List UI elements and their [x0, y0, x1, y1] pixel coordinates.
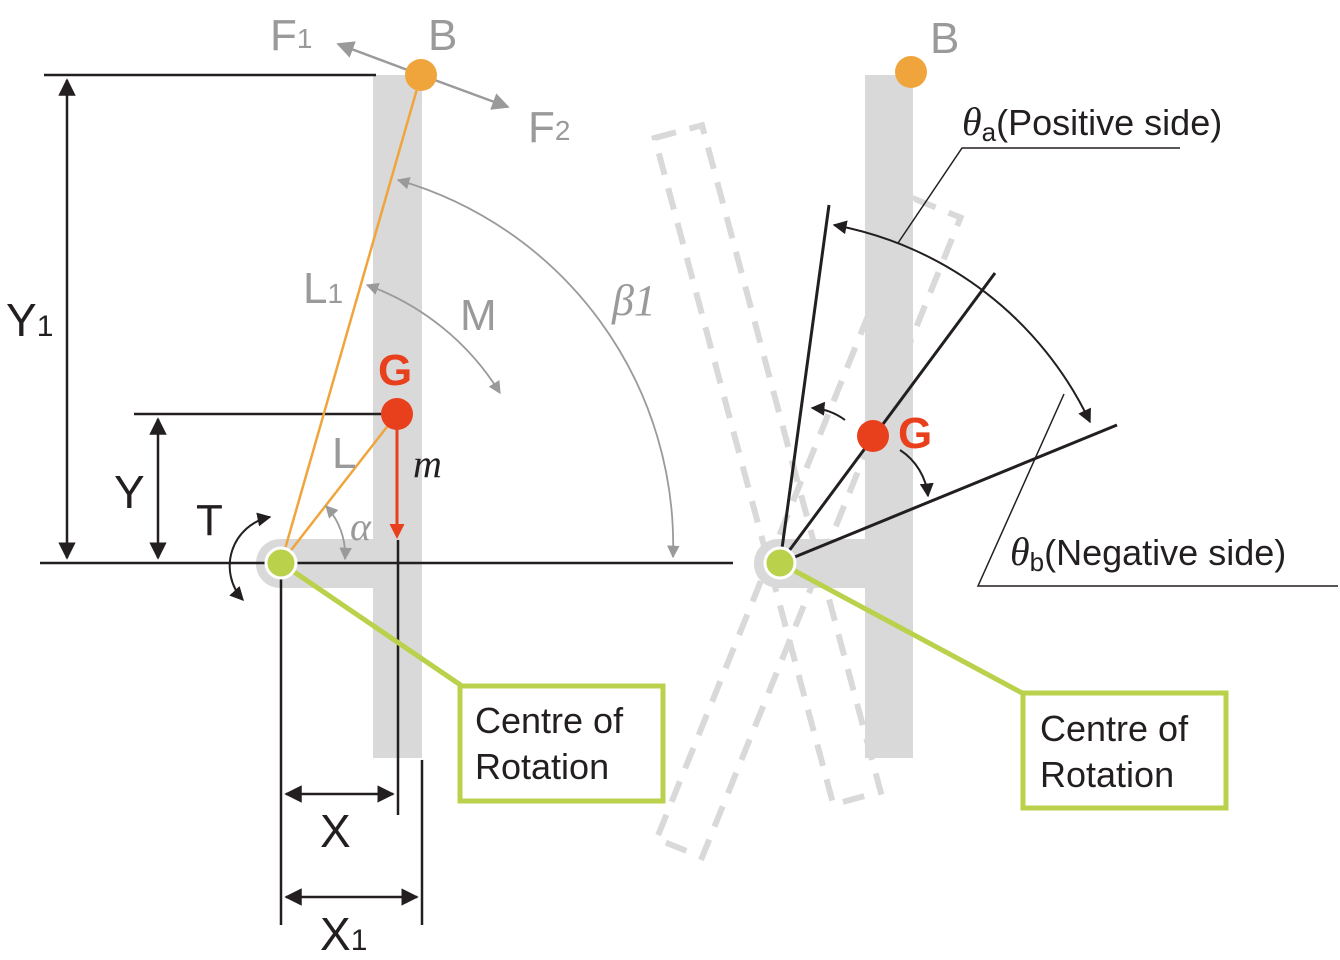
dashed-arm-negative — [652, 195, 965, 862]
beta1-arc — [396, 177, 680, 559]
theta-a-label: θa(Positive side) — [962, 99, 1222, 147]
f2-label: F2 — [528, 103, 570, 152]
right-g-label: G — [898, 409, 932, 458]
right-b-label: B — [930, 14, 959, 63]
left-g-label: G — [378, 346, 412, 395]
left-rotation-text-1: Centre of — [475, 700, 624, 741]
l1-line — [279, 74, 423, 564]
left-diagram: B F1 F2 Y1 Y X X1 L1 L M β1 α T G m Cent… — [6, 11, 733, 960]
alpha-arc — [325, 505, 352, 561]
right-diagram: B G θa(Positive side) θb(Negative side) … — [651, 14, 1338, 862]
mass-label: m — [413, 441, 442, 486]
f1-label: F1 — [270, 11, 312, 60]
y1-label: Y1 — [6, 294, 53, 346]
beta1-label: β1 — [611, 276, 656, 325]
left-gravity-dot — [381, 398, 413, 430]
right-gravity-dot — [857, 420, 889, 452]
torque-label: T — [196, 496, 223, 545]
right-horizontal-arm — [754, 539, 913, 588]
left-rotation-box — [457, 683, 666, 804]
theta-a-ray — [778, 204, 831, 564]
right-rotation-connector — [778, 560, 1026, 697]
x1-label: X1 — [320, 908, 367, 960]
left-b-label: B — [428, 11, 457, 60]
left-point-b — [405, 59, 437, 91]
x-label: X — [320, 805, 351, 857]
alpha-label: α — [350, 504, 372, 549]
moment-arc — [365, 282, 501, 395]
right-rotation-center — [763, 546, 797, 580]
theta-b-ray — [779, 423, 1118, 565]
theta-a-leader — [897, 147, 1180, 244]
right-point-b — [895, 56, 927, 88]
l-line — [280, 413, 398, 564]
theta-range-arc — [832, 220, 1091, 424]
g-rotation-arc — [810, 401, 846, 421]
m-label: M — [460, 291, 497, 340]
right-rotation-text-1: Centre of — [1040, 708, 1189, 749]
left-rotation-center — [264, 546, 298, 580]
left-rotation-connector — [279, 560, 464, 689]
right-rotation-box — [1020, 690, 1229, 811]
theta-b-leader — [976, 393, 1338, 587]
l-label: L — [332, 429, 356, 478]
left-rotation-text-2: Rotation — [475, 746, 609, 787]
dashed-arm-positive — [651, 121, 885, 809]
g-rotation-arc-2 — [899, 449, 934, 498]
l1-label: L1 — [303, 264, 343, 313]
right-rotation-text-2: Rotation — [1040, 754, 1174, 795]
torque-arc — [228, 512, 272, 602]
theta-b-label: θb(Negative side) — [1010, 529, 1286, 577]
y-label: Y — [114, 466, 145, 518]
